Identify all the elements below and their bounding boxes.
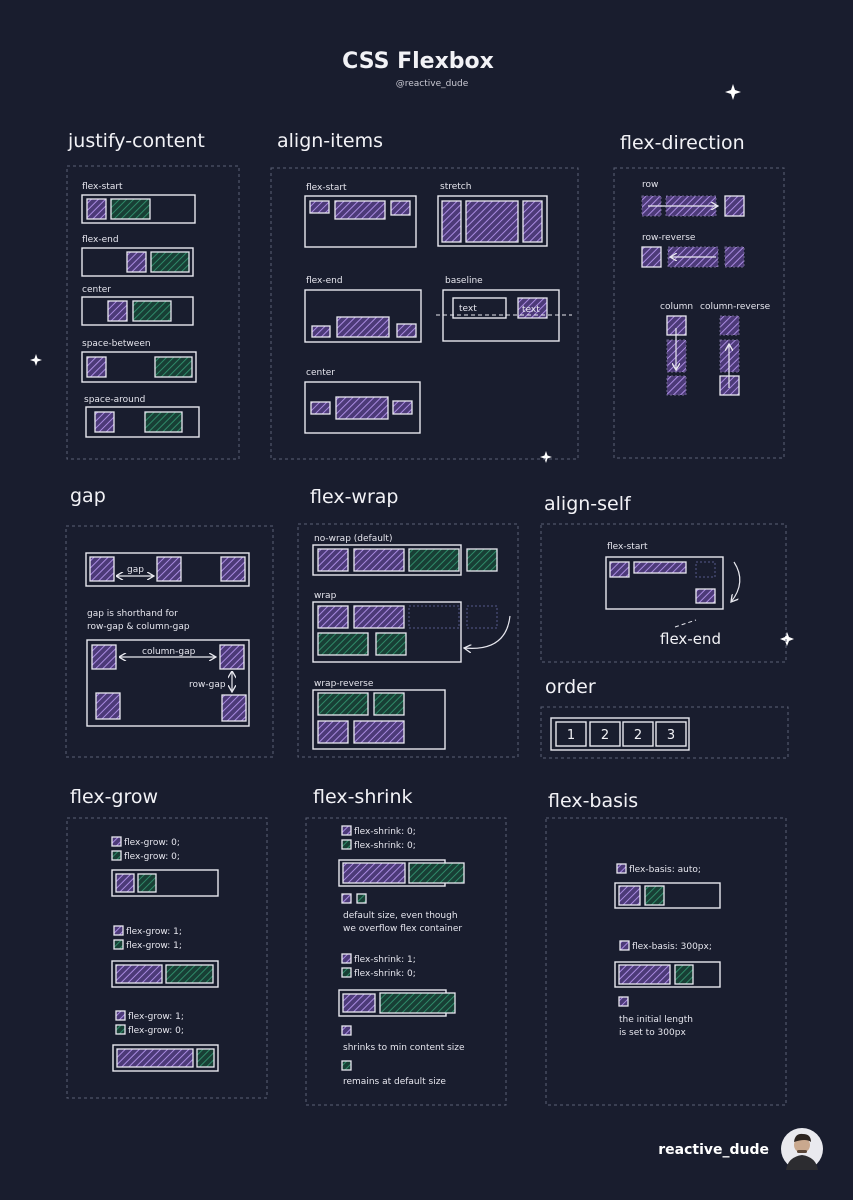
gap-column-gap-label: column-gap	[142, 647, 196, 657]
ai-label-stretch: stretch	[440, 182, 471, 192]
author-name: reactive_dude	[658, 1142, 769, 1158]
align-self-heading: align-self	[544, 493, 632, 515]
flex-basis-section: flex-basis flex-basis: auto; flex-basis:…	[545, 790, 787, 1106]
page-subtitle: @reactive_dude	[396, 79, 469, 89]
align-self-panel	[540, 523, 787, 663]
fg-rule-1: flex-grow: 0;	[124, 838, 180, 848]
align-self-section: align-self flex-start flex-end	[540, 493, 787, 663]
fs-rule-1: flex-shrink: 0;	[354, 827, 416, 837]
as-label-flex-start: flex-start	[607, 542, 648, 552]
flex-shrink-section: flex-shrink flex-shrink: 0; flex-shrink:…	[305, 786, 507, 1106]
order-panel	[540, 706, 789, 759]
fs-note3: remains at default size	[343, 1077, 446, 1087]
ai-label-flex-end: flex-end	[306, 276, 343, 286]
jc-label-space-around: space-around	[84, 395, 145, 405]
fs-note1-line1: default size, even though	[343, 911, 458, 921]
flex-shrink-panel	[305, 817, 507, 1106]
fd-label-row-reverse: row-reverse	[642, 233, 696, 243]
gap-label: gap	[127, 565, 144, 575]
order-heading: order	[545, 676, 596, 698]
flex-shrink-heading: flex-shrink	[313, 786, 413, 808]
fg-rule-6: flex-grow: 0;	[128, 1026, 184, 1036]
flex-basis-panel	[545, 817, 787, 1106]
jc-label-flex-end: flex-end	[82, 235, 119, 245]
fs-note2: shrinks to min content size	[343, 1043, 465, 1053]
fb-rule-2: flex-basis: 300px;	[632, 942, 712, 952]
gap-panel	[65, 525, 274, 758]
fg-rule-3: flex-grow: 1;	[126, 927, 182, 937]
gap-row-gap-label: row-gap	[189, 680, 226, 690]
fd-label-column-reverse: column-reverse	[700, 302, 771, 312]
order-item-1: 1	[567, 728, 575, 743]
flex-wrap-panel	[297, 523, 519, 758]
gap-note-line1: gap is shorthand for	[87, 609, 178, 619]
fg-rule-4: flex-grow: 1;	[126, 941, 182, 951]
avatar-portrait-icon	[781, 1128, 823, 1170]
jc-label-center: center	[82, 285, 111, 295]
flex-grow-heading: flex-grow	[70, 786, 158, 808]
flex-wrap-section: flex-wrap no-wrap (default) wrap wrap-re…	[297, 486, 519, 758]
jc-label-flex-start: flex-start	[82, 182, 123, 192]
fw-label-wrap-reverse: wrap-reverse	[314, 679, 374, 689]
align-items-panel	[270, 167, 579, 460]
sparkle-icon	[30, 84, 794, 646]
as-label-flex-end: flex-end	[660, 630, 721, 648]
gap-note-line2: row-gap & column-gap	[87, 622, 190, 632]
align-items-section: align-items flex-start stretch flex-end …	[270, 130, 579, 460]
ai-baseline-text-2: text	[522, 305, 540, 315]
flex-direction-heading: flex-direction	[620, 132, 745, 154]
order-section: order 1 2 2 3	[540, 676, 789, 759]
fs-rule-2: flex-shrink: 0;	[354, 841, 416, 851]
fd-label-column: column	[660, 302, 693, 312]
fg-rule-5: flex-grow: 1;	[128, 1012, 184, 1022]
ai-label-baseline: baseline	[445, 276, 483, 286]
fg-rule-2: flex-grow: 0;	[124, 852, 180, 862]
gap-heading: gap	[70, 485, 106, 507]
fs-rule-4: flex-shrink: 0;	[354, 969, 416, 979]
flex-wrap-heading: flex-wrap	[310, 486, 398, 508]
order-item-3: 2	[634, 728, 642, 743]
fb-note-line2: is set to 300px	[619, 1028, 686, 1038]
fb-note-line1: the initial length	[619, 1015, 693, 1025]
page-title: CSS Flexbox	[342, 49, 494, 74]
justify-content-panel	[66, 165, 240, 460]
flex-direction-section: flex-direction row row-reverse column co…	[613, 132, 785, 459]
flex-basis-heading: flex-basis	[548, 790, 638, 812]
justify-content-section: justify-content flex-start flex-end cent…	[66, 130, 240, 460]
ai-baseline-text-1: text	[459, 304, 477, 314]
ai-label-flex-start: flex-start	[306, 183, 347, 193]
fb-rule-1: flex-basis: auto;	[629, 865, 701, 875]
fw-label-wrap: wrap	[314, 591, 337, 601]
flex-direction-panel	[613, 167, 785, 459]
gap-section: gap gap gap is shorthand for row-gap & c…	[65, 485, 274, 758]
order-item-2: 2	[601, 728, 609, 743]
fs-note1-line2: we overflow flex container	[343, 924, 462, 934]
justify-content-heading: justify-content	[67, 130, 205, 152]
flex-grow-section: flex-grow flex-grow: 0; flex-grow: 0; fl…	[66, 786, 268, 1099]
align-items-heading: align-items	[277, 130, 383, 152]
footer: reactive_dude	[658, 1128, 823, 1170]
fd-label-row: row	[642, 180, 658, 190]
ai-label-center: center	[306, 368, 335, 378]
order-item-4: 3	[667, 728, 675, 743]
jc-label-space-between: space-between	[82, 339, 151, 349]
fs-rule-3: flex-shrink: 1;	[354, 955, 416, 965]
fw-label-no-wrap: no-wrap (default)	[314, 534, 392, 544]
